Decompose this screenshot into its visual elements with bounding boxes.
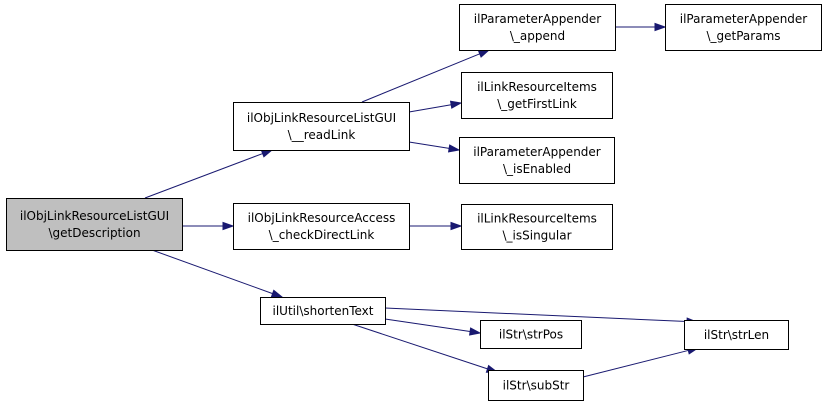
node-label-line: \getDescription [48, 226, 140, 240]
arrowhead-icon [447, 144, 461, 153]
node-getFirstLink[interactable]: ilLinkResourceItems \_getFirstLink [461, 72, 613, 119]
node-checkDirectLink[interactable]: ilObjLinkResourceAccess \_checkDirectLink [233, 203, 410, 250]
edge-line [361, 53, 480, 103]
edge-checkDirectLink-to-isSingular [409, 221, 463, 231]
nodes-layer: ilObjLinkResourceListGUI\getDescriptioni… [6, 4, 822, 401]
edge-shortenText-to-strPos [384, 318, 482, 336]
node-label-line: ilObjLinkResourceListGUI [247, 111, 396, 125]
node-label-line: \_isEnabled [503, 162, 571, 176]
node-shortenText[interactable]: ilUtil\shortenText [260, 297, 386, 325]
node-box [459, 137, 615, 184]
edge-getDescription-to-checkDirectLink [182, 221, 235, 231]
arrowhead-icon [260, 149, 274, 158]
node-label-line: ilStr\subStr [503, 379, 570, 393]
edge-getDescription-to-shortenText [151, 249, 284, 298]
node-box [233, 102, 410, 151]
node-label-line: \_getParams [706, 29, 780, 43]
node-strLen[interactable]: ilStr\strLen [684, 320, 789, 350]
edge-line [582, 349, 689, 378]
node-label-line: ilLinkResourceItems [477, 212, 597, 226]
arrowhead-icon [270, 289, 284, 298]
node-label-line: ilParameterAppender [474, 12, 602, 26]
node-box [459, 4, 616, 51]
node-box [488, 370, 584, 401]
node-label-line: ilStr\strPos [499, 328, 563, 342]
node-label-line: \_isSingular [502, 229, 571, 243]
node-append[interactable]: ilParameterAppender \_append [459, 4, 616, 51]
node-label-line: \_getFirstLink [497, 97, 577, 111]
node-getParams[interactable]: ilParameterAppender \_getParams [665, 4, 822, 51]
edge-line [408, 104, 452, 113]
arrowhead-icon [450, 221, 463, 231]
node-subStr[interactable]: ilStr\subStr [488, 370, 584, 401]
edge-line [408, 141, 450, 149]
node-label-line: ilParameterAppender [473, 145, 601, 159]
edge-append-to-getParams [615, 22, 667, 32]
node-box [461, 72, 613, 119]
edge-readLink-to-getFirstLink [408, 100, 463, 113]
arrowhead-icon [654, 22, 667, 32]
node-readLink[interactable]: ilObjLinkResourceListGUI \__readLink [233, 102, 410, 151]
edge-line [151, 249, 273, 295]
edge-subStr-to-strLen [582, 346, 700, 378]
node-box [6, 198, 183, 251]
node-label-line: ilObjLinkResourceAccess [248, 211, 396, 225]
node-box [665, 4, 822, 51]
arrowhead-icon [222, 221, 235, 231]
node-isEnabled[interactable]: ilParameterAppender \_isEnabled [459, 137, 615, 184]
node-box [684, 320, 789, 350]
node-box [233, 203, 410, 250]
edges-layer [144, 22, 700, 378]
node-label-line: \_append [510, 29, 565, 43]
edge-readLink-to-isEnabled [408, 141, 461, 153]
node-label-line: \_checkDirectLink [269, 228, 375, 242]
edge-line [351, 323, 488, 370]
node-label-line: ilLinkResourceItems [477, 80, 597, 94]
edge-line [384, 307, 688, 323]
node-box [480, 320, 582, 349]
edge-line [384, 318, 471, 333]
node-label-line: ilObjLinkResourceListGUI [20, 209, 169, 223]
edge-line [144, 153, 263, 199]
arrowhead-icon [449, 100, 463, 109]
node-getDescription[interactable]: ilObjLinkResourceListGUI \getDescription [6, 198, 183, 251]
node-strPos[interactable]: ilStr\strPos [480, 320, 582, 349]
node-box [260, 297, 386, 325]
node-label-line: \__readLink [288, 128, 356, 142]
edge-getDescription-to-readLink [144, 149, 274, 199]
node-label-line: ilStr\strLen [704, 328, 769, 342]
node-isSingular[interactable]: ilLinkResourceItems \_isSingular [461, 204, 613, 250]
arrowhead-icon [477, 49, 491, 58]
node-box [461, 204, 613, 250]
node-label-line: ilUtil\shortenText [273, 304, 374, 318]
node-label-line: ilParameterAppender [680, 12, 808, 26]
arrowhead-icon [468, 327, 482, 336]
